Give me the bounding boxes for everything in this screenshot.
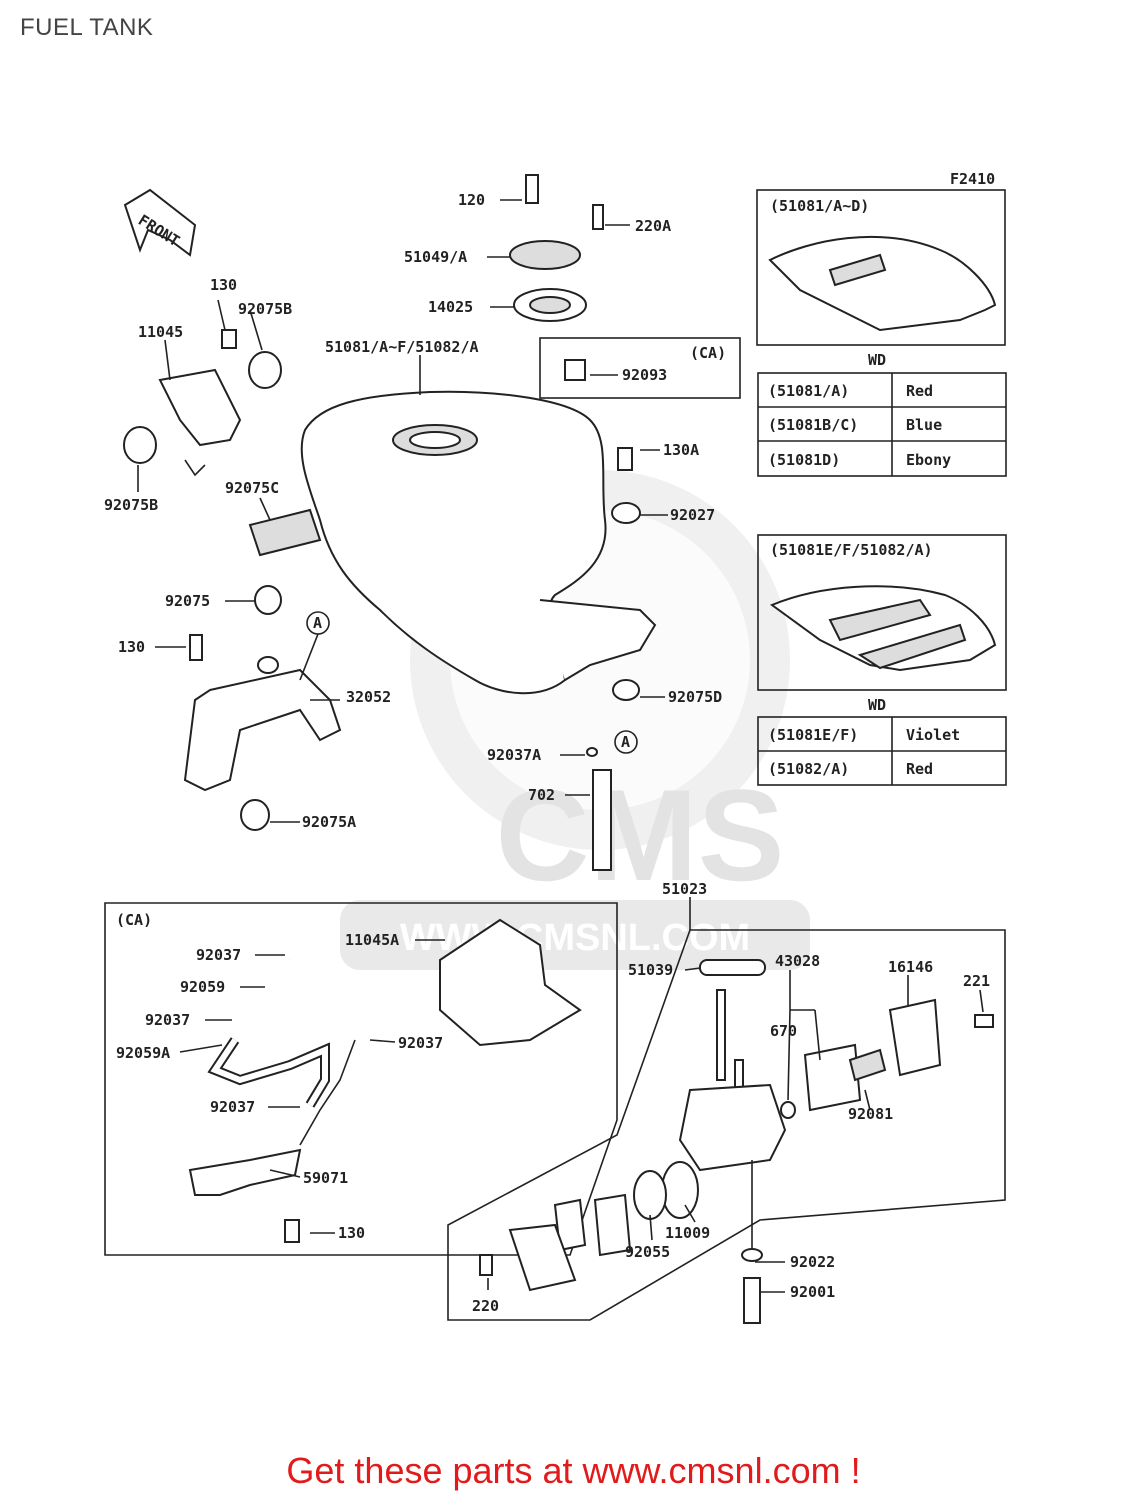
table2-row1-color: Violet: [906, 726, 960, 744]
callout-32052: 32052: [346, 688, 391, 706]
callout-59071: 59071: [303, 1169, 348, 1187]
callout-92037A: 92037A: [487, 746, 541, 764]
table2-row1-code: (51081E/F): [768, 726, 858, 744]
callout-92037-b: 92037: [145, 1011, 190, 1029]
parts-diagram: CMS WWW.CMSNL.COM F2410 FRONT: [104, 170, 1007, 1324]
table2-row2-color: Red: [906, 760, 933, 778]
page-title: FUEL TANK: [20, 14, 154, 41]
front-arrow-icon: FRONT: [123, 188, 197, 257]
callout-14025: 14025: [428, 298, 473, 316]
callout-130-a: 130: [210, 276, 237, 294]
callout-92075C: 92075C: [225, 479, 279, 497]
table1-row3-code: (51081D): [768, 451, 840, 469]
callout-92081: 92081: [848, 1105, 893, 1123]
callout-670: 670: [770, 1022, 797, 1040]
callout-92022: 92022: [790, 1253, 835, 1271]
callout-ca-2: (CA): [116, 911, 152, 929]
callout-51049A: 51049/A: [404, 248, 467, 266]
callout-130A: 130A: [663, 441, 699, 459]
callout-92001: 92001: [790, 1283, 835, 1301]
callout-92037-c: 92037: [398, 1034, 443, 1052]
table1-row3-color: Ebony: [906, 451, 951, 469]
right-small-parts[interactable]: [586, 447, 641, 871]
callout-92037-d: 92037: [210, 1098, 255, 1116]
ca-leader-lines: [179, 939, 445, 1234]
callout-92075B-a: 92075B: [238, 300, 292, 318]
callout-51039: 51039: [628, 961, 673, 979]
callout-A-1: A: [313, 614, 322, 632]
color-table-2: (51081E/F/51082/A) WD (51081E/F) Violet …: [757, 534, 1007, 786]
callout-A-2: A: [621, 733, 630, 751]
left-bracket-parts[interactable]: [123, 329, 342, 831]
callout-221: 221: [963, 972, 990, 990]
leader-lines: [137, 199, 691, 930]
hose-parts[interactable]: [188, 918, 582, 1243]
cta-link[interactable]: Get these parts at www.cmsnl.com !: [286, 1450, 861, 1491]
callout-ca-1: (CA): [690, 344, 726, 362]
callout-220A: 220A: [635, 217, 671, 235]
callout-16146: 16146: [888, 958, 933, 976]
fuel-cock-leader-lines: [487, 967, 984, 1293]
table1-caption: WD: [868, 351, 886, 369]
callout-11045A: 11045A: [345, 931, 399, 949]
callout-92093: 92093: [622, 366, 667, 384]
tank-illustration-1: [768, 235, 997, 332]
table1-header: (51081/A~D): [770, 197, 869, 215]
callout-51081: 51081/A~F/51082/A: [325, 338, 479, 356]
callout-130-c: 130: [338, 1224, 365, 1242]
tank-rear-bracket: [539, 599, 657, 681]
table1-row1-code: (51081/A): [768, 382, 849, 400]
callout-92075B-b: 92075B: [104, 496, 158, 514]
callout-702: 702: [528, 786, 555, 804]
callout-11009: 11009: [665, 1224, 710, 1242]
callout-120: 120: [458, 191, 485, 209]
callout-92075D: 92075D: [668, 688, 722, 706]
ca-box-top: [539, 337, 741, 399]
figure-code: F2410: [950, 170, 995, 188]
table2-header: (51081E/F/51082/A): [770, 541, 933, 559]
watermark-logo: CMS: [496, 762, 785, 908]
callout-92075A: 92075A: [302, 813, 356, 831]
table1-row1-color: Red: [906, 382, 933, 400]
callout-51023: 51023: [662, 880, 707, 898]
callout-43028: 43028: [775, 952, 820, 970]
callout-92037-a: 92037: [196, 946, 241, 964]
callout-labels: 120 220A 51049/A 14025 (CA) 92093 51081/…: [104, 191, 990, 1315]
table1-row2-code: (51081B/C): [768, 416, 858, 434]
table1-row2-color: Blue: [906, 416, 942, 434]
callout-11045: 11045: [138, 323, 183, 341]
callout-92055: 92055: [625, 1243, 670, 1261]
callout-92059: 92059: [180, 978, 225, 996]
table2-caption: WD: [868, 696, 886, 714]
fuel-cock-box: [447, 929, 1006, 1321]
callout-92075: 92075: [165, 592, 210, 610]
callout-130-b: 130: [118, 638, 145, 656]
ca-hose-box: [104, 902, 618, 1256]
table2-row2-code: (51082/A): [768, 760, 849, 778]
color-table-1: (51081/A~D) WD (51081/A) Red (51081B/C) …: [756, 189, 1007, 477]
callout-92059A: 92059A: [116, 1044, 170, 1062]
callout-92027: 92027: [670, 506, 715, 524]
cap-assembly[interactable]: [509, 174, 604, 381]
callout-220: 220: [472, 1297, 499, 1315]
